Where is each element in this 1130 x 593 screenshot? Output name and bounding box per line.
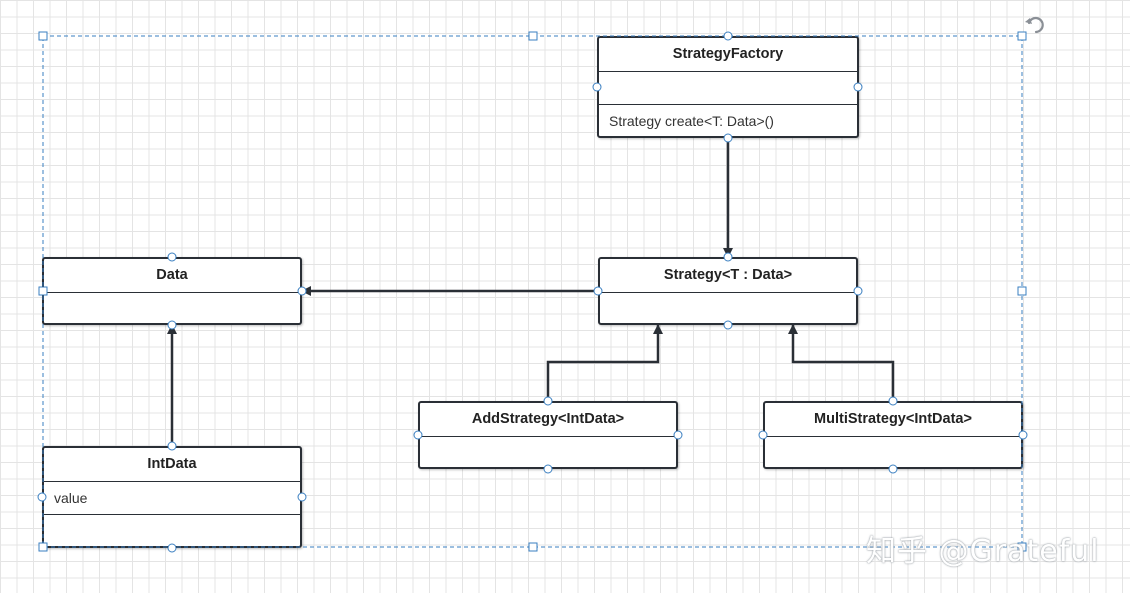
connection-point[interactable] [543,464,553,474]
class-name: StrategyFactory [599,38,857,72]
rotate-icon[interactable] [1024,14,1046,36]
method-item: Strategy create<T: Data>() [609,113,774,129]
connection-point[interactable] [853,82,863,92]
connection-point[interactable] [297,492,307,502]
connection-point[interactable] [888,464,898,474]
connection-point[interactable] [543,396,553,406]
class-strategy-factory[interactable]: StrategyFactory Strategy create<T: Data>… [597,36,859,138]
connector-add-to-strategy[interactable] [546,324,663,401]
connection-point[interactable] [167,543,177,553]
class-name: AddStrategy<IntData> [420,403,676,437]
connection-point[interactable] [592,82,602,92]
class-name: MultiStrategy<IntData> [765,403,1021,437]
class-name: Data [44,259,300,293]
connection-point[interactable] [167,441,177,451]
connection-point[interactable] [723,252,733,262]
connection-point[interactable] [167,252,177,262]
attribute-item: value [54,490,88,506]
class-strategy[interactable]: Strategy<T : Data> [598,257,858,325]
resize-handle[interactable] [38,542,48,552]
resize-handle[interactable] [38,286,48,296]
connection-point[interactable] [723,133,733,143]
connection-point[interactable] [758,430,768,440]
resize-handle[interactable] [528,542,538,552]
connection-point[interactable] [37,492,47,502]
connection-point[interactable] [673,430,683,440]
connection-point[interactable] [888,396,898,406]
resize-handle[interactable] [1017,542,1027,552]
connector-multi-to-strategy[interactable] [788,324,895,401]
attributes-section[interactable]: value [44,482,300,515]
attributes-section[interactable] [599,72,857,105]
connection-point[interactable] [853,286,863,296]
resize-handle[interactable] [38,31,48,41]
connection-point[interactable] [723,31,733,41]
connection-point[interactable] [297,286,307,296]
resize-handle[interactable] [1017,31,1027,41]
methods-section[interactable]: Strategy create<T: Data>() [599,105,857,138]
connection-point[interactable] [1018,430,1028,440]
class-name: IntData [44,448,300,482]
watermark: 知乎 @Grateful [866,534,1100,569]
connection-point[interactable] [723,320,733,330]
connection-point[interactable] [413,430,423,440]
class-name: Strategy<T : Data> [600,259,856,293]
resize-handle[interactable] [528,31,538,41]
connection-point[interactable] [593,286,603,296]
resize-handle[interactable] [1017,286,1027,296]
connection-point[interactable] [167,320,177,330]
